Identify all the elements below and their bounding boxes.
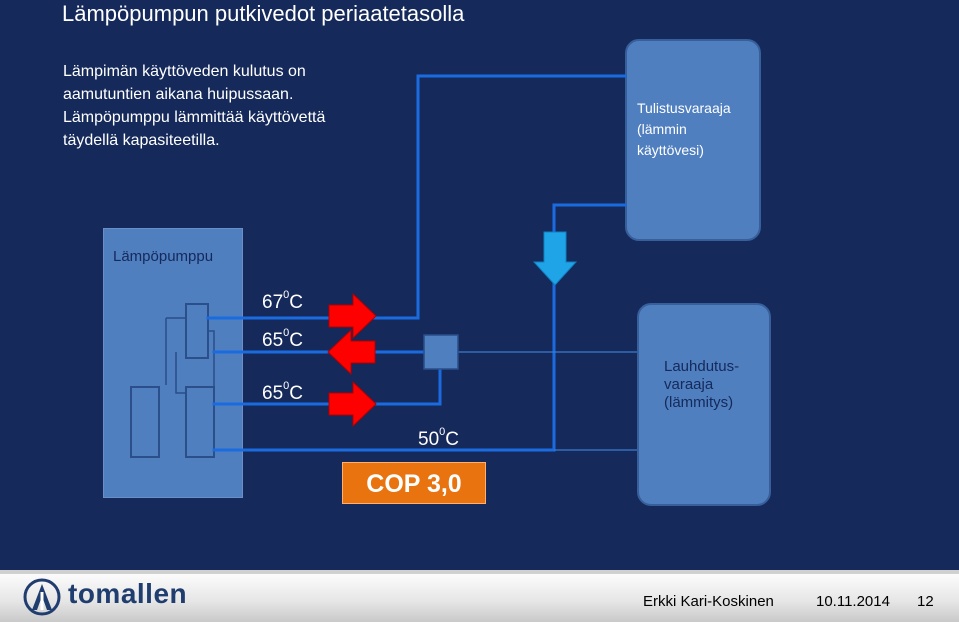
- condenser-tank-box: [637, 303, 771, 506]
- description-text: Lämpimän käyttöveden kulutus on aamutunt…: [63, 60, 403, 152]
- hot-arrow-right-icon: [328, 292, 377, 340]
- storage-tank-box: [625, 39, 761, 241]
- hot-arrow-left-icon: [327, 328, 376, 376]
- temperature-label: 670C: [262, 289, 303, 314]
- slide-title: Lämpöpumpun putkivedot periaatetasolla: [62, 1, 465, 26]
- temperature-label: 650C: [262, 327, 303, 352]
- temperature-label: 650C: [262, 380, 303, 405]
- condenser-tank-line: varaaja: [664, 376, 714, 393]
- description-line: täydellä kapasiteetilla.: [63, 132, 220, 149]
- hot-arrow-right-icon: [328, 380, 377, 428]
- storage-tank-line: Tulistusvaraaja: [637, 100, 731, 116]
- storage-tank-line: käyttövesi): [637, 142, 704, 158]
- storage-tank-line: (lämmin: [637, 121, 687, 137]
- pipe-diagram: [130, 74, 637, 458]
- storage-tank-label: Tulistusvaraaja (lämmin käyttövesi): [637, 98, 731, 161]
- tomallen-logo-icon: [23, 578, 61, 616]
- condenser-tank-label: Lauhdutus- varaaja (lämmitys): [664, 358, 739, 412]
- compressor-component: [130, 386, 160, 458]
- footer-author: Erkki Kari-Koskinen: [643, 593, 774, 610]
- internal-lines: [165, 317, 215, 394]
- description-line: Lämpimän käyttöveden kulutus on: [63, 63, 306, 80]
- heat-pump-box: [103, 228, 243, 498]
- thin-pipes: [458, 351, 637, 451]
- footer-divider: [0, 570, 959, 574]
- description-line: Lämpöpumppu lämmittää käyttövettä: [63, 109, 326, 126]
- description-line: aamutuntien aikana huipussaan.: [63, 86, 294, 103]
- footer-date: 10.11.2014: [816, 593, 890, 610]
- heat-pump-label: Lämpöpumppu: [113, 248, 214, 265]
- temperature-label: 500C: [418, 426, 459, 451]
- cold-arrow-down-icon: [532, 231, 578, 286]
- cop-badge: COP 3,0: [342, 462, 486, 504]
- tomallen-logo-text: tomallen: [68, 578, 188, 609]
- condenser-tank-line: Lauhdutus-: [664, 358, 740, 375]
- slide: Lämpöpumpun putkivedot periaatetasolla L…: [0, 0, 959, 570]
- mixing-valve: [423, 334, 459, 370]
- valve-component: [185, 303, 209, 359]
- footer: [0, 570, 959, 622]
- heat-exchanger-component: [185, 386, 215, 458]
- footer-page-number: 12: [917, 593, 934, 610]
- condenser-tank-line: (lämmitys): [664, 394, 734, 411]
